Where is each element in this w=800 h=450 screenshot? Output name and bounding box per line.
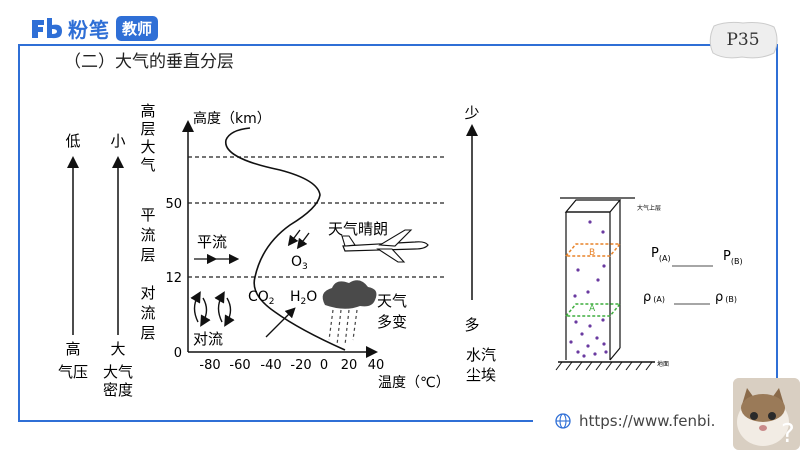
- upper-layer-char-4: 气: [140, 156, 155, 174]
- storm-cloud-icon: [322, 280, 377, 346]
- pressure-a-label: P(A): [651, 246, 671, 263]
- x-tick-20: 20: [341, 358, 358, 373]
- tropo-char-1: 对: [140, 284, 155, 302]
- ozone-arrow-1: [287, 229, 301, 247]
- clear-sky-label: 天气晴朗: [328, 220, 388, 238]
- y-tick-12: 12: [165, 271, 182, 286]
- weather-label-1: 天气: [377, 292, 407, 310]
- convection-arrows: [190, 291, 235, 327]
- column-panel: [555, 180, 720, 380]
- x-tick-m60: -60: [229, 358, 250, 373]
- upper-layer-char-2: 层: [140, 120, 155, 138]
- logo-text: 粉笔: [68, 17, 110, 42]
- temperature-curve: [225, 127, 346, 351]
- upper-layer-char-3: 大: [140, 138, 155, 156]
- pressure-top-label: 低: [65, 132, 80, 150]
- slide-frame-left: [18, 44, 20, 422]
- density-label-2: 密度: [103, 381, 133, 399]
- plane-a: [564, 303, 622, 317]
- slide-frame-right: [776, 44, 778, 380]
- density-bottom-label: 大: [110, 340, 125, 358]
- x-tick-40: 40: [368, 358, 385, 373]
- y-tick-50: 50: [165, 197, 182, 212]
- logo-badge: 教师: [116, 15, 159, 41]
- tropo-char-3: 层: [140, 324, 155, 342]
- vapor-label-2: 尘埃: [466, 366, 496, 384]
- column-top-label: 大气上层: [637, 204, 661, 212]
- tropo-char-2: 流: [140, 304, 155, 322]
- water-vapor-arrow: [265, 307, 296, 338]
- svg-text:?: ?: [781, 419, 795, 449]
- density-label-1: 大气: [103, 363, 133, 381]
- x-tick-0: 0: [320, 358, 328, 373]
- section-title: （二）大气的垂直分层: [64, 52, 234, 72]
- globe-icon: [555, 413, 571, 429]
- h2o-label: H2O: [290, 289, 317, 307]
- ground-label: 地面: [657, 360, 669, 368]
- ozone-arrow-2: [296, 232, 310, 250]
- temperature-axis-title: 温度（℃）: [378, 375, 450, 391]
- x-tick-m40: -40: [260, 358, 281, 373]
- pressure-bottom-label: 高: [65, 340, 80, 358]
- density-top-label: 小: [110, 132, 125, 150]
- pressure-b-label: P(B): [723, 249, 743, 266]
- cat-image: ?: [733, 378, 800, 450]
- height-axis-title: 高度（km）: [193, 110, 271, 127]
- fenbi-logo: 粉笔 教师: [30, 14, 159, 42]
- vapor-bottom-label: 多: [464, 316, 479, 334]
- plane-b: [564, 243, 622, 257]
- pressure-label: 气压: [58, 363, 88, 381]
- advection-label: 平流: [197, 233, 227, 251]
- page-number: P35: [726, 30, 760, 50]
- slide-frame-bottom: [18, 420, 533, 422]
- plane-a-label: A: [589, 304, 596, 314]
- x-tick-m80: -80: [199, 358, 220, 373]
- density-a-label: ρ(A): [643, 290, 665, 305]
- airplane-icon: [341, 229, 429, 263]
- x-tick-m20: -20: [290, 358, 311, 373]
- vapor-label-1: 水汽: [466, 346, 496, 364]
- presenter-avatar: ?: [733, 378, 800, 450]
- page-number-badge: P35: [706, 20, 780, 60]
- strato-char-2: 流: [140, 226, 155, 244]
- strato-char-3: 层: [140, 246, 155, 264]
- fenbi-logo-icon: [32, 18, 62, 39]
- upper-layer-char-1: 高: [140, 102, 155, 120]
- convection-label: 对流: [193, 330, 223, 348]
- website-url[interactable]: https://www.fenbi.: [555, 412, 715, 430]
- weather-label-2: 多变: [377, 313, 407, 331]
- y-tick-0: 0: [174, 346, 182, 361]
- ozone-label: O3: [291, 254, 308, 272]
- page-badge-shape: [709, 21, 778, 59]
- slide-frame-top: [18, 44, 778, 46]
- co2-label: CO2: [248, 289, 275, 307]
- plane-b-label: B: [589, 248, 595, 258]
- density-b-label: ρ(B): [715, 290, 737, 305]
- air-molecule-dots: [569, 220, 608, 358]
- website-url-text[interactable]: https://www.fenbi.: [579, 412, 716, 430]
- strato-char-1: 平: [140, 206, 155, 224]
- vapor-top-label: 少: [464, 104, 479, 122]
- air-column-diagram: 大气上层 B A 地面: [555, 180, 743, 380]
